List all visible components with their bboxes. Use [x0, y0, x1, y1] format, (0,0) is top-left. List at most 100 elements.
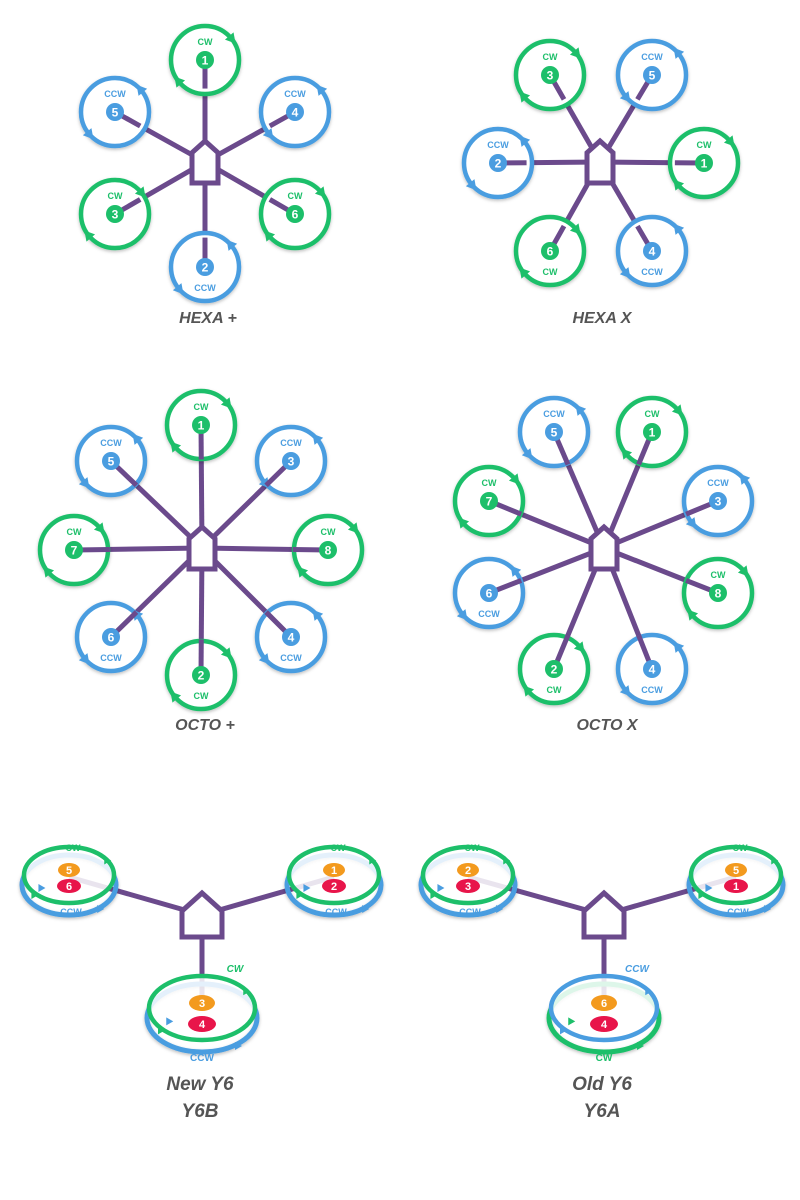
rotation-label: CW — [67, 527, 82, 537]
rotation-arrow-icon — [134, 186, 146, 198]
rotation-arrow-icon — [235, 1042, 242, 1050]
rotation-label: CW — [547, 685, 562, 695]
motor-number: 6 — [547, 245, 554, 259]
motor-hub — [282, 628, 300, 646]
motor-number: 3 — [715, 495, 722, 509]
rotation-label: CW — [596, 1053, 613, 1064]
rotation-label: CCW — [280, 438, 302, 448]
rotation-label: CW — [733, 843, 748, 853]
motor-number: 1 — [198, 419, 205, 433]
rotation-arrow-icon — [430, 891, 438, 899]
motor-hub — [545, 423, 563, 441]
frame-body — [189, 137, 221, 186]
rotation-label: CW — [66, 843, 81, 853]
top-motor-number: 3 — [199, 998, 205, 1010]
motor-1: 1CW — [164, 388, 238, 462]
rotation-arrow-icon — [519, 135, 531, 147]
motor-number: 5 — [649, 69, 656, 83]
motor-number: 1 — [202, 54, 209, 68]
motor-number: 5 — [112, 106, 119, 120]
rotation-label: CCW — [641, 52, 663, 62]
motor-number: 8 — [715, 587, 722, 601]
rotation-arrow-icon — [220, 397, 232, 409]
top-motor-number: 6 — [601, 998, 607, 1010]
motor-hub — [286, 103, 304, 121]
motor-3: 3CW — [78, 177, 152, 251]
rotation-arrow-icon — [170, 691, 182, 703]
bottom-motor-number: 6 — [66, 881, 72, 893]
motor-hub — [282, 452, 300, 470]
rotation-arrow-icon — [82, 128, 94, 140]
diagram-caption: OCTO + — [175, 717, 235, 734]
motor-hub — [106, 103, 124, 121]
rotation-arrow-icon — [43, 566, 55, 578]
rotation-arrow-icon — [224, 32, 236, 44]
diagram-caption: HEXA + — [179, 310, 237, 327]
rotation-arrow-icon — [673, 223, 685, 235]
rotation-arrow-icon — [510, 565, 522, 577]
rotation-arrow-icon — [523, 685, 535, 697]
rotation-label: CCW — [100, 438, 122, 448]
rotation-label: CW — [227, 964, 245, 975]
rotation-arrow-icon — [220, 647, 232, 659]
rotation-arrow-icon — [314, 186, 326, 198]
rotation-label: CCW — [487, 140, 509, 150]
rotation-label: CCW — [104, 89, 126, 99]
diagram-caption: OCTO X — [576, 717, 638, 734]
frame-body — [584, 137, 616, 186]
rotation-label: CW — [482, 478, 497, 488]
bottom-motor-badge — [724, 879, 748, 893]
motor-number: 1 — [649, 426, 656, 440]
bottom-motor-number: 4 — [199, 1019, 206, 1031]
motor-3: 3CW — [513, 38, 587, 112]
rotation-arrow-icon — [38, 884, 46, 892]
rotation-arrow-icon — [132, 433, 144, 445]
rotation-label: CCW — [459, 907, 481, 917]
rotation-arrow-icon — [560, 1026, 567, 1035]
rotation-arrow-icon — [312, 433, 324, 445]
diagram-caption: Old Y6 — [572, 1074, 632, 1095]
diagram-subcaption: Y6A — [584, 1101, 621, 1122]
rotation-arrow-icon — [685, 517, 697, 529]
rotation-label: CW — [543, 52, 558, 62]
rotation-arrow-icon — [503, 856, 511, 865]
rotation-arrow-icon — [737, 565, 749, 577]
rotation-label: CCW — [727, 907, 749, 917]
rotation-label: CW — [465, 843, 480, 853]
motor-5: 5 CCW — [615, 38, 689, 112]
motor-number: 3 — [288, 455, 295, 469]
motor-hub — [106, 205, 124, 223]
rotation-arrow-icon — [619, 91, 631, 103]
motor-8: 8CW — [291, 513, 365, 587]
rotation-arrow-icon — [723, 135, 735, 147]
motor-7: 7CW — [452, 464, 526, 538]
rotation-label: CCW — [543, 409, 565, 419]
motor-2: 2CW — [164, 638, 238, 712]
motor-number: 6 — [292, 208, 299, 222]
top-motor-badge — [58, 863, 80, 877]
motor-hub — [192, 416, 210, 434]
rotation-arrow-icon — [521, 448, 533, 460]
motor-hub — [286, 205, 304, 223]
motor-number: 2 — [495, 157, 502, 171]
motor-number: 5 — [108, 455, 115, 469]
rotation-arrow-icon — [458, 517, 470, 529]
motor-number: 8 — [325, 544, 332, 558]
rotation-arrow-icon — [637, 1042, 644, 1050]
top-motor-number: 5 — [733, 865, 739, 877]
diagram-subcaption: Y6B — [182, 1101, 219, 1122]
rotation-label: CW — [194, 691, 209, 701]
rotation-arrow-icon — [296, 891, 304, 899]
motor-hub — [709, 584, 727, 602]
rotation-arrow-icon — [104, 856, 112, 865]
